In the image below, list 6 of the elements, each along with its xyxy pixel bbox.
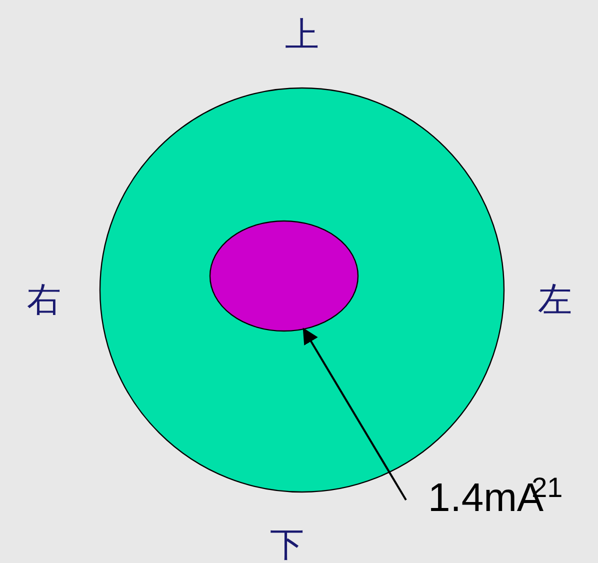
direction-label: 左 <box>538 283 572 317</box>
inner-ellipse <box>210 221 358 331</box>
direction-label: 右 <box>27 283 61 317</box>
direction-label: 下 <box>270 528 304 562</box>
leader-line <box>302 328 407 501</box>
direction-label: 上 <box>285 18 319 52</box>
